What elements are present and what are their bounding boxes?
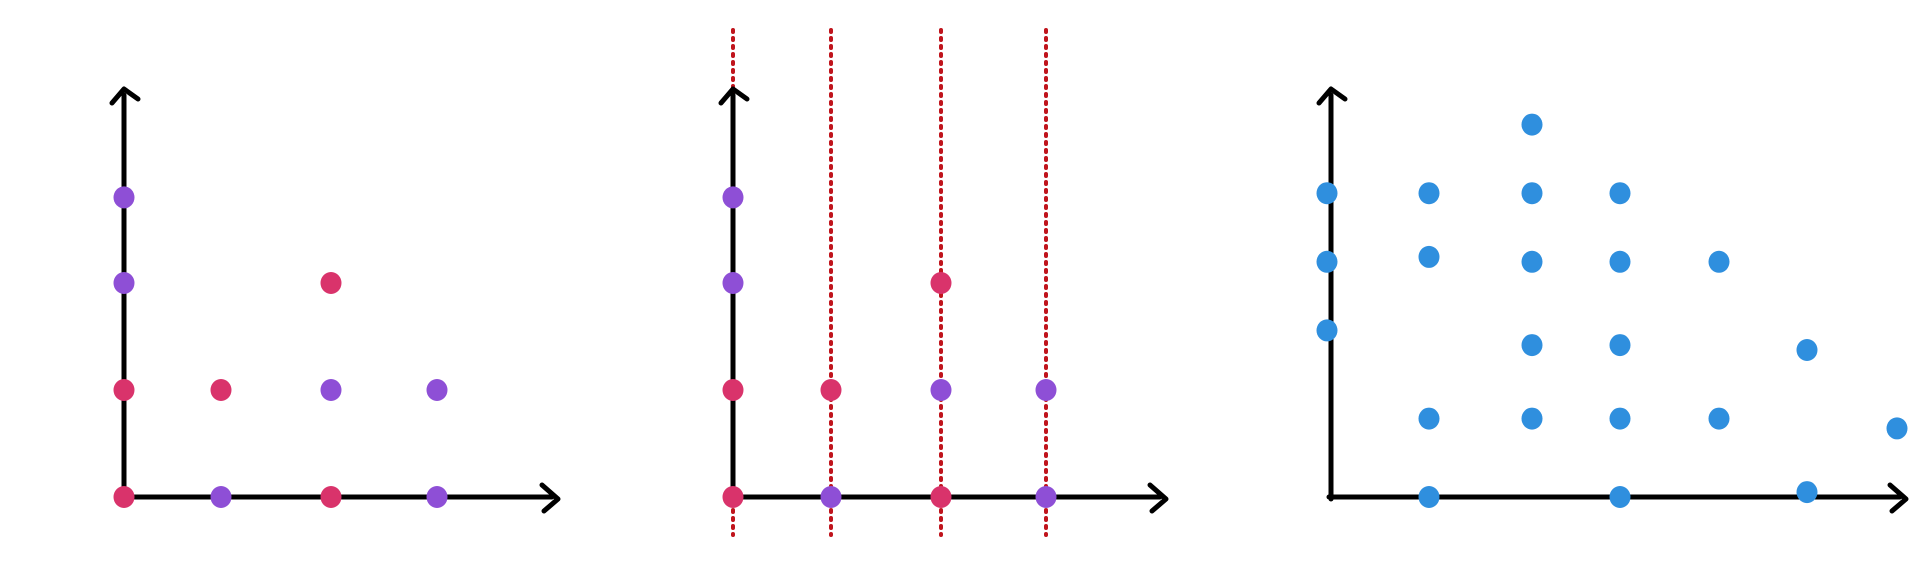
data-point bbox=[1521, 334, 1543, 357]
data-point bbox=[1521, 250, 1543, 273]
arrow-up-icon bbox=[109, 86, 141, 106]
data-point bbox=[1418, 486, 1440, 508]
data-point bbox=[1418, 182, 1440, 205]
data-point bbox=[113, 486, 135, 508]
arrow-right-icon bbox=[539, 482, 561, 514]
arrow-up-icon bbox=[718, 86, 750, 106]
data-point bbox=[1316, 250, 1338, 273]
data-point bbox=[930, 486, 952, 508]
data-point bbox=[320, 272, 342, 294]
data-point bbox=[320, 486, 342, 508]
data-point bbox=[1316, 182, 1338, 205]
data-point bbox=[1708, 407, 1730, 430]
data-point bbox=[113, 186, 135, 209]
panel-3 bbox=[1316, 86, 1909, 514]
data-point bbox=[1609, 182, 1631, 205]
data-point bbox=[1418, 245, 1440, 268]
data-point bbox=[1521, 407, 1543, 430]
data-point bbox=[930, 379, 952, 401]
data-point bbox=[930, 272, 952, 294]
data-point bbox=[1418, 407, 1440, 430]
data-point bbox=[210, 379, 232, 401]
data-point bbox=[426, 379, 448, 401]
panel-2 bbox=[718, 28, 1169, 537]
data-point bbox=[113, 272, 135, 294]
arrow-right-icon bbox=[1147, 482, 1169, 514]
data-point bbox=[1035, 379, 1057, 401]
panel-1 bbox=[109, 86, 561, 514]
data-point bbox=[722, 379, 744, 401]
data-point bbox=[426, 486, 448, 508]
data-point bbox=[1609, 486, 1631, 508]
data-point bbox=[320, 379, 342, 401]
data-point bbox=[1796, 339, 1818, 361]
data-point bbox=[722, 186, 744, 209]
data-point bbox=[722, 486, 744, 508]
arrow-right-icon bbox=[1887, 482, 1909, 514]
data-point bbox=[1521, 113, 1543, 136]
data-point bbox=[820, 486, 842, 508]
data-point bbox=[1035, 486, 1057, 508]
data-point bbox=[1796, 481, 1818, 504]
data-point bbox=[722, 272, 744, 294]
data-point bbox=[1609, 334, 1631, 357]
data-point bbox=[1886, 417, 1908, 440]
data-point bbox=[113, 379, 135, 401]
data-point bbox=[1708, 250, 1730, 273]
data-point bbox=[1609, 407, 1631, 430]
data-point bbox=[1316, 319, 1338, 342]
data-point bbox=[1609, 250, 1631, 273]
data-point bbox=[210, 486, 232, 508]
data-point bbox=[820, 379, 842, 401]
arrow-up-icon bbox=[1316, 86, 1348, 106]
data-point bbox=[1521, 182, 1543, 205]
